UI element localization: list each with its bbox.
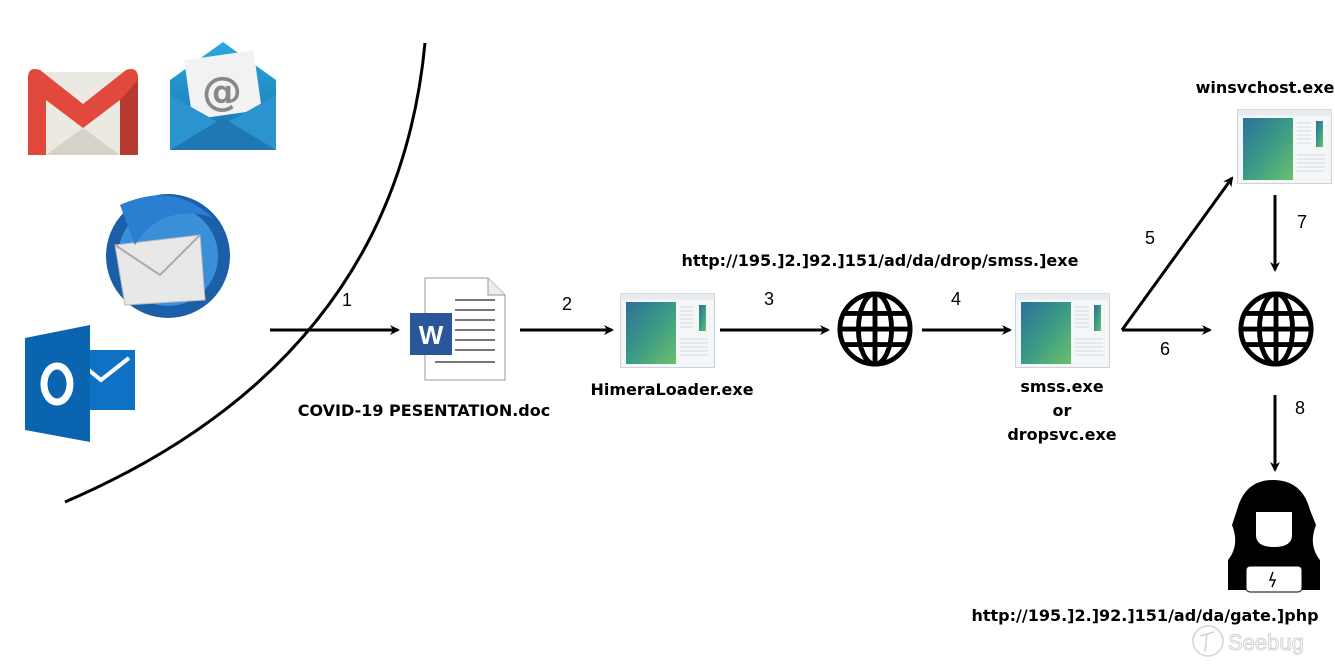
seebug-watermark: Seebug [1192,625,1304,657]
dropped-executable-icon [1015,293,1110,368]
gmail-icon [28,69,138,155]
persistence-filename: winsvchost.exe [1196,78,1335,97]
document-filename: COVID-19 PESENTATION.doc [298,401,550,420]
step-label-8: 8 [1295,398,1305,418]
email-icon: @ [170,42,276,150]
boundary-curve [64,42,427,504]
dropped-filename-2: dropsvc.exe [1007,425,1116,444]
dropped-or: or [1053,401,1072,420]
outlook-icon [25,325,135,442]
loader-filename: HimeraLoader.exe [590,380,753,399]
dropped-filename-1: smss.exe [1020,377,1103,396]
thunderbird-icon [106,194,230,318]
internet-globe-icon [840,294,910,364]
step-label-5: 5 [1145,228,1155,248]
svg-text:@: @ [202,69,242,115]
step-label-7: 7 [1297,212,1307,232]
step-label-4: 4 [951,289,961,309]
word-letter: W [419,320,444,350]
c2-url: http://195.]2.]92.]151/ad/da/gate.]php [971,606,1318,625]
c2-globe-icon [1241,294,1311,364]
download-url: http://195.]2.]92.]151/ad/da/drop/smss.]… [682,251,1079,270]
attacker-icon [1228,480,1320,593]
step-label-6: 6 [1160,339,1170,359]
step-label-2: 2 [562,294,572,314]
persistence-executable-icon [1237,108,1332,185]
watermark-text: Seebug [1228,630,1304,655]
step-label-1: 1 [342,290,352,310]
arrow-5 [1120,176,1234,331]
loader-executable-icon [620,293,715,368]
word-document-icon: W [410,277,506,381]
step-label-3: 3 [764,289,774,309]
